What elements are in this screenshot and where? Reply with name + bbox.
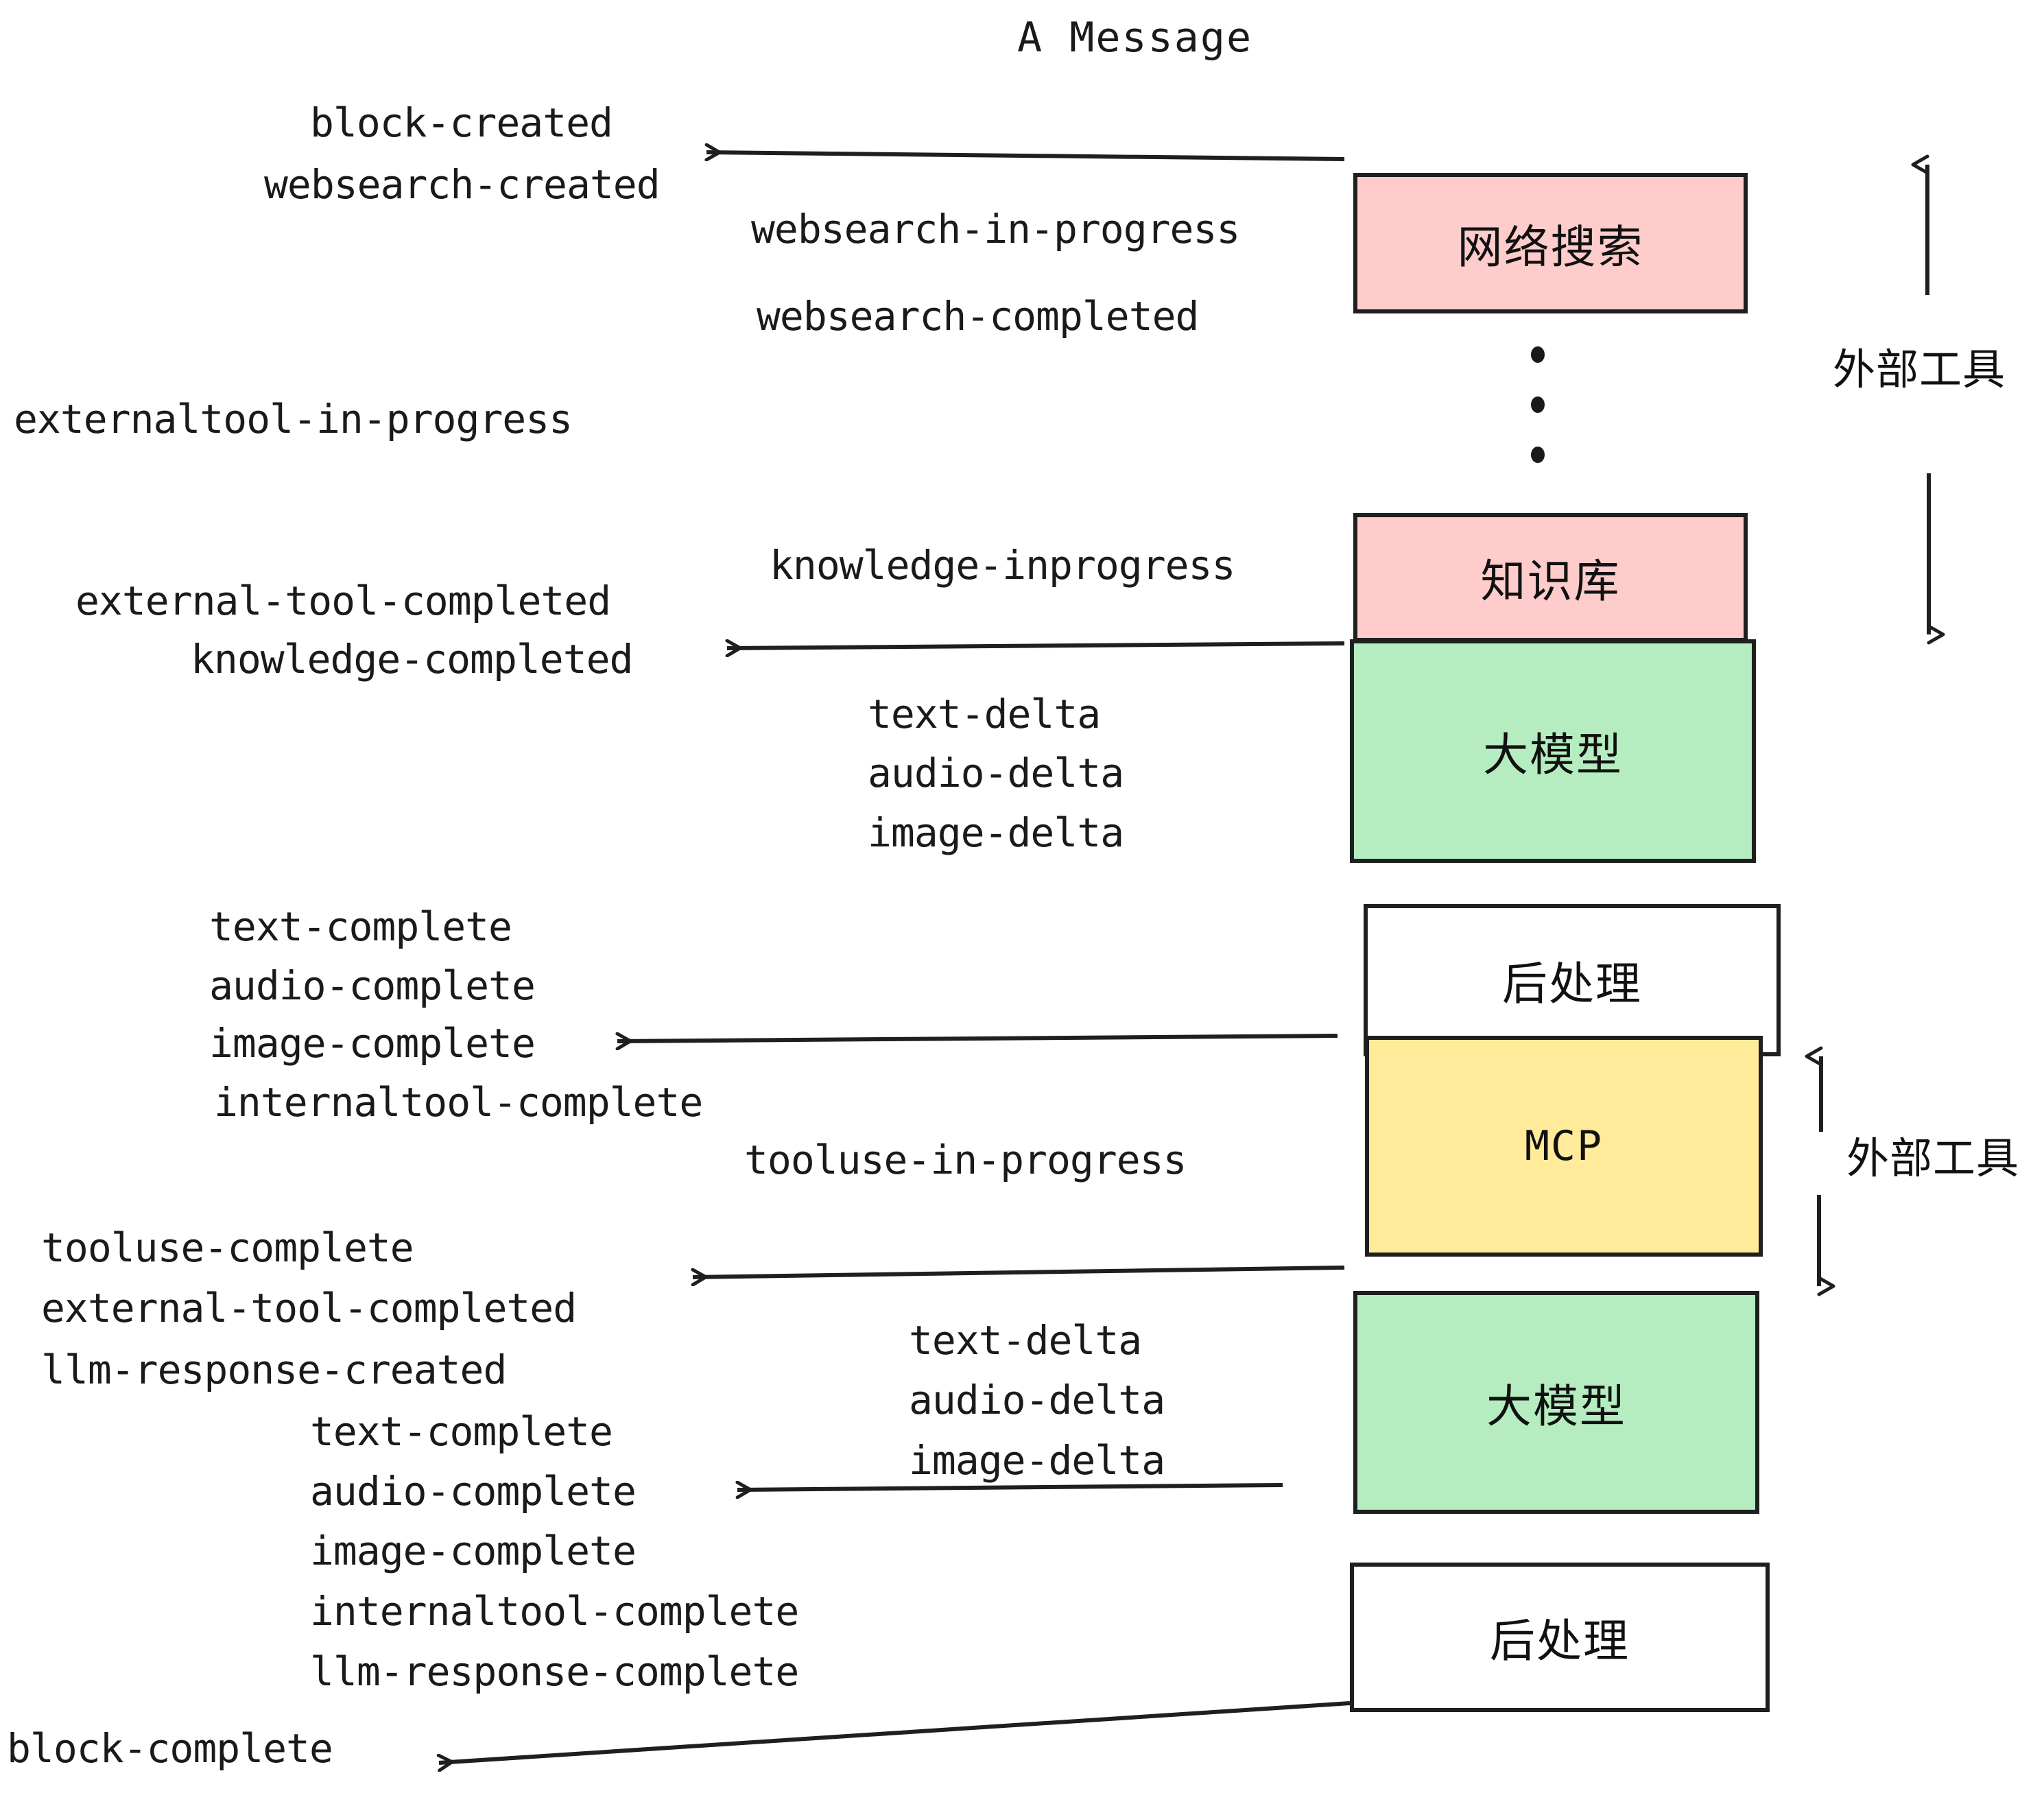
event-audio-delta-1: audio-delta <box>868 750 1124 796</box>
event-tooluse-complete: tooluse-complete <box>41 1224 414 1271</box>
event-tooluse-in-progress: tooluse-in-progress <box>744 1137 1187 1183</box>
event-image-delta-2: image-delta <box>909 1437 1165 1484</box>
vertical-ellipsis-icon <box>1530 346 1546 463</box>
arrow-mcp-to-tooluse-complete <box>693 1266 1345 1277</box>
box-postprocess-2-label: 后处理 <box>1490 1615 1630 1667</box>
box-postprocess-1[interactable]: 后处理 <box>1364 904 1781 1056</box>
event-audio-delta-2: audio-delta <box>909 1377 1165 1423</box>
box-llm-1-label: 大模型 <box>1483 728 1623 781</box>
event-external-tool-completed-2: external-tool-completed <box>41 1285 577 1331</box>
event-internaltool-complete-1: internaltool-complete <box>214 1079 703 1126</box>
arrow-external-tools-top <box>1911 154 1945 645</box>
arrow-postprocess-to-image-complete <box>617 1036 1338 1041</box>
event-websearch-in-progress: websearch-in-progress <box>751 206 1240 252</box>
arrow-llm2-to-audio-complete <box>737 1485 1283 1490</box>
arrow-external-tools-bottom <box>1805 1046 1835 1296</box>
event-image-delta-1: image-delta <box>868 809 1124 856</box>
box-knowledge[interactable]: 知识库 <box>1353 513 1748 642</box>
annotation-external-tools-bottom: 外部工具 <box>1846 1133 2020 1183</box>
event-image-complete-2: image-complete <box>310 1528 637 1574</box>
event-externaltool-in-progress: externaltool-in-progress <box>14 396 573 442</box>
event-block-complete: block-complete <box>7 1725 333 1772</box>
event-knowledge-completed: knowledge-completed <box>191 636 633 683</box>
page-title: A Message <box>1017 14 1253 62</box>
event-text-complete-2: text-complete <box>310 1408 613 1455</box>
event-image-complete-1: image-complete <box>209 1020 536 1067</box>
box-llm-1[interactable]: 大模型 <box>1350 639 1756 863</box>
event-text-delta-1: text-delta <box>868 691 1101 737</box>
event-internaltool-complete-2: internaltool-complete <box>310 1588 799 1635</box>
event-text-delta-2: text-delta <box>909 1317 1142 1364</box>
box-llm-2[interactable]: 大模型 <box>1353 1291 1759 1514</box>
event-block-created: block-created <box>310 99 613 146</box>
box-llm-2-label: 大模型 <box>1486 1379 1626 1433</box>
event-llm-response-created: llm-response-created <box>41 1346 507 1393</box>
box-websearch-label: 网络搜索 <box>1457 220 1644 274</box>
event-text-complete-1: text-complete <box>209 903 512 950</box>
box-websearch[interactable]: 网络搜索 <box>1353 173 1748 313</box>
box-postprocess-1-label: 后处理 <box>1502 958 1642 1010</box>
event-websearch-created: websearch-created <box>264 161 661 208</box>
event-external-tool-completed-1: external-tool-completed <box>75 578 611 624</box>
event-audio-complete-2: audio-complete <box>310 1468 637 1515</box>
arrow-knowledge-to-completed <box>727 643 1345 648</box>
event-llm-response-complete: llm-response-complete <box>310 1648 799 1695</box>
annotation-external-tools-top: 外部工具 <box>1833 344 2006 394</box>
box-knowledge-label: 知识库 <box>1480 555 1621 608</box>
event-knowledge-inprogress: knowledge-inprogress <box>770 542 1235 589</box>
event-audio-complete-1: audio-complete <box>209 962 536 1009</box>
arrow-websearch-to-block-created <box>706 152 1345 159</box>
arrow-postprocess2-to-block-complete <box>439 1701 1351 1763</box>
box-mcp-label: MCP <box>1524 1122 1604 1170</box>
box-postprocess-2[interactable]: 后处理 <box>1350 1563 1770 1712</box>
event-websearch-completed: websearch-completed <box>757 293 1199 340</box>
box-mcp[interactable]: MCP <box>1365 1036 1763 1257</box>
